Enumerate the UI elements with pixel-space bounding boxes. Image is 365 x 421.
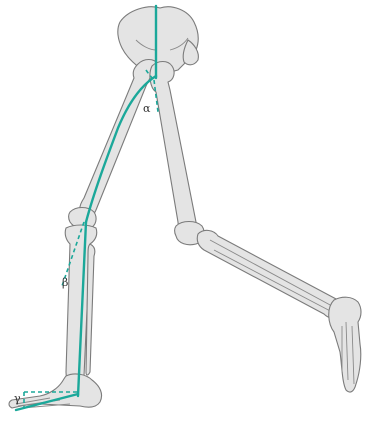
angle-alpha-label: α — [143, 102, 151, 115]
angle-beta-label: β — [62, 276, 68, 289]
angle-gamma-label: γ — [14, 392, 21, 405]
standing-tibia — [65, 225, 97, 385]
standing-foot — [9, 374, 102, 408]
raised-foot — [329, 297, 361, 392]
raised-femur — [150, 62, 204, 245]
raised-tibia — [197, 230, 342, 318]
